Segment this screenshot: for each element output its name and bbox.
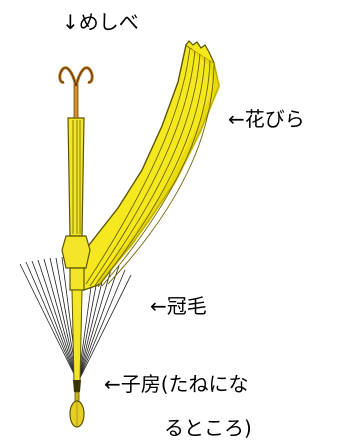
ovary <box>70 392 84 427</box>
label-pappus: ←冠毛 <box>150 296 207 316</box>
anther-tube <box>62 118 90 290</box>
label-petal: ←花びら <box>228 109 305 129</box>
pistil <box>60 68 92 118</box>
label-pistil: ↓めしべ <box>62 12 139 32</box>
corolla-tube <box>72 290 82 392</box>
label-ovary: ←子房(たねにな <box>104 374 249 394</box>
petal <box>76 41 219 290</box>
label-ovary-continued: るところ) <box>164 418 252 438</box>
